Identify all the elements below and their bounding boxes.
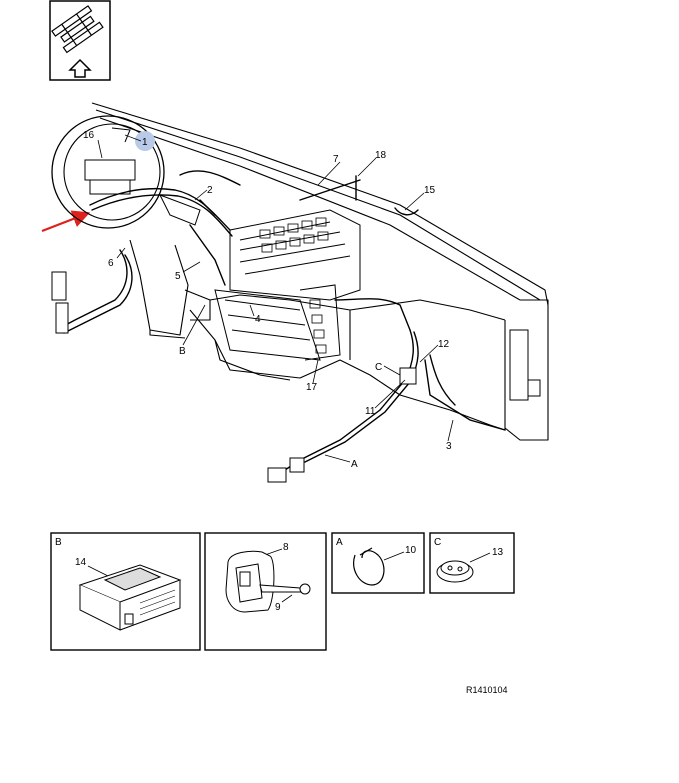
leader-lines <box>97 134 454 463</box>
callout-label-b: B <box>179 346 186 357</box>
callout-17: 17 <box>306 382 318 393</box>
callout-9: 9 <box>275 602 281 613</box>
left-connectors <box>51 271 541 483</box>
detail-c-label: C <box>434 537 441 548</box>
callout-13: 13 <box>492 547 504 558</box>
detail-box-b: B 14 <box>50 532 201 651</box>
detail-b-label: B <box>55 537 62 548</box>
callout-11: 11 <box>365 406 376 417</box>
callout-18: 18 <box>375 150 387 161</box>
callout-4: 4 <box>255 314 261 325</box>
callout-1-highlight <box>135 131 155 151</box>
detail-a-label: A <box>336 537 343 548</box>
callout-8: 8 <box>283 542 289 553</box>
callout-12: 12 <box>438 339 450 350</box>
callout-6: 6 <box>108 258 114 269</box>
callout-1: 1 <box>142 137 148 148</box>
detail-box-c: C 13 <box>429 532 515 594</box>
callout-5: 5 <box>175 271 181 282</box>
bracket-illustration <box>225 550 311 613</box>
detail-box-bracket: 8 9 <box>204 532 327 651</box>
callout-label-a: A <box>351 459 358 470</box>
callout-14: 14 <box>75 557 87 568</box>
fuse-box-block <box>214 209 361 361</box>
callout-16: 16 <box>83 130 95 141</box>
module-unit-illustration <box>78 564 182 631</box>
orientation-icon <box>49 0 111 81</box>
callout-15: 15 <box>424 185 436 196</box>
wiring-harness <box>59 170 506 471</box>
figure-reference-code: R1410104 <box>466 685 508 695</box>
callout-label-c: C <box>375 362 382 373</box>
red-direction-arrow <box>41 210 91 233</box>
grommet-illustration <box>436 560 474 583</box>
detail-box-a: A 10 <box>331 532 425 594</box>
callout-7: 7 <box>333 154 339 165</box>
callout-3: 3 <box>446 441 452 452</box>
instrument-cluster <box>84 127 201 226</box>
cable-tie-illustration <box>353 547 385 586</box>
callout-10: 10 <box>405 545 417 556</box>
callout-2: 2 <box>207 185 213 196</box>
